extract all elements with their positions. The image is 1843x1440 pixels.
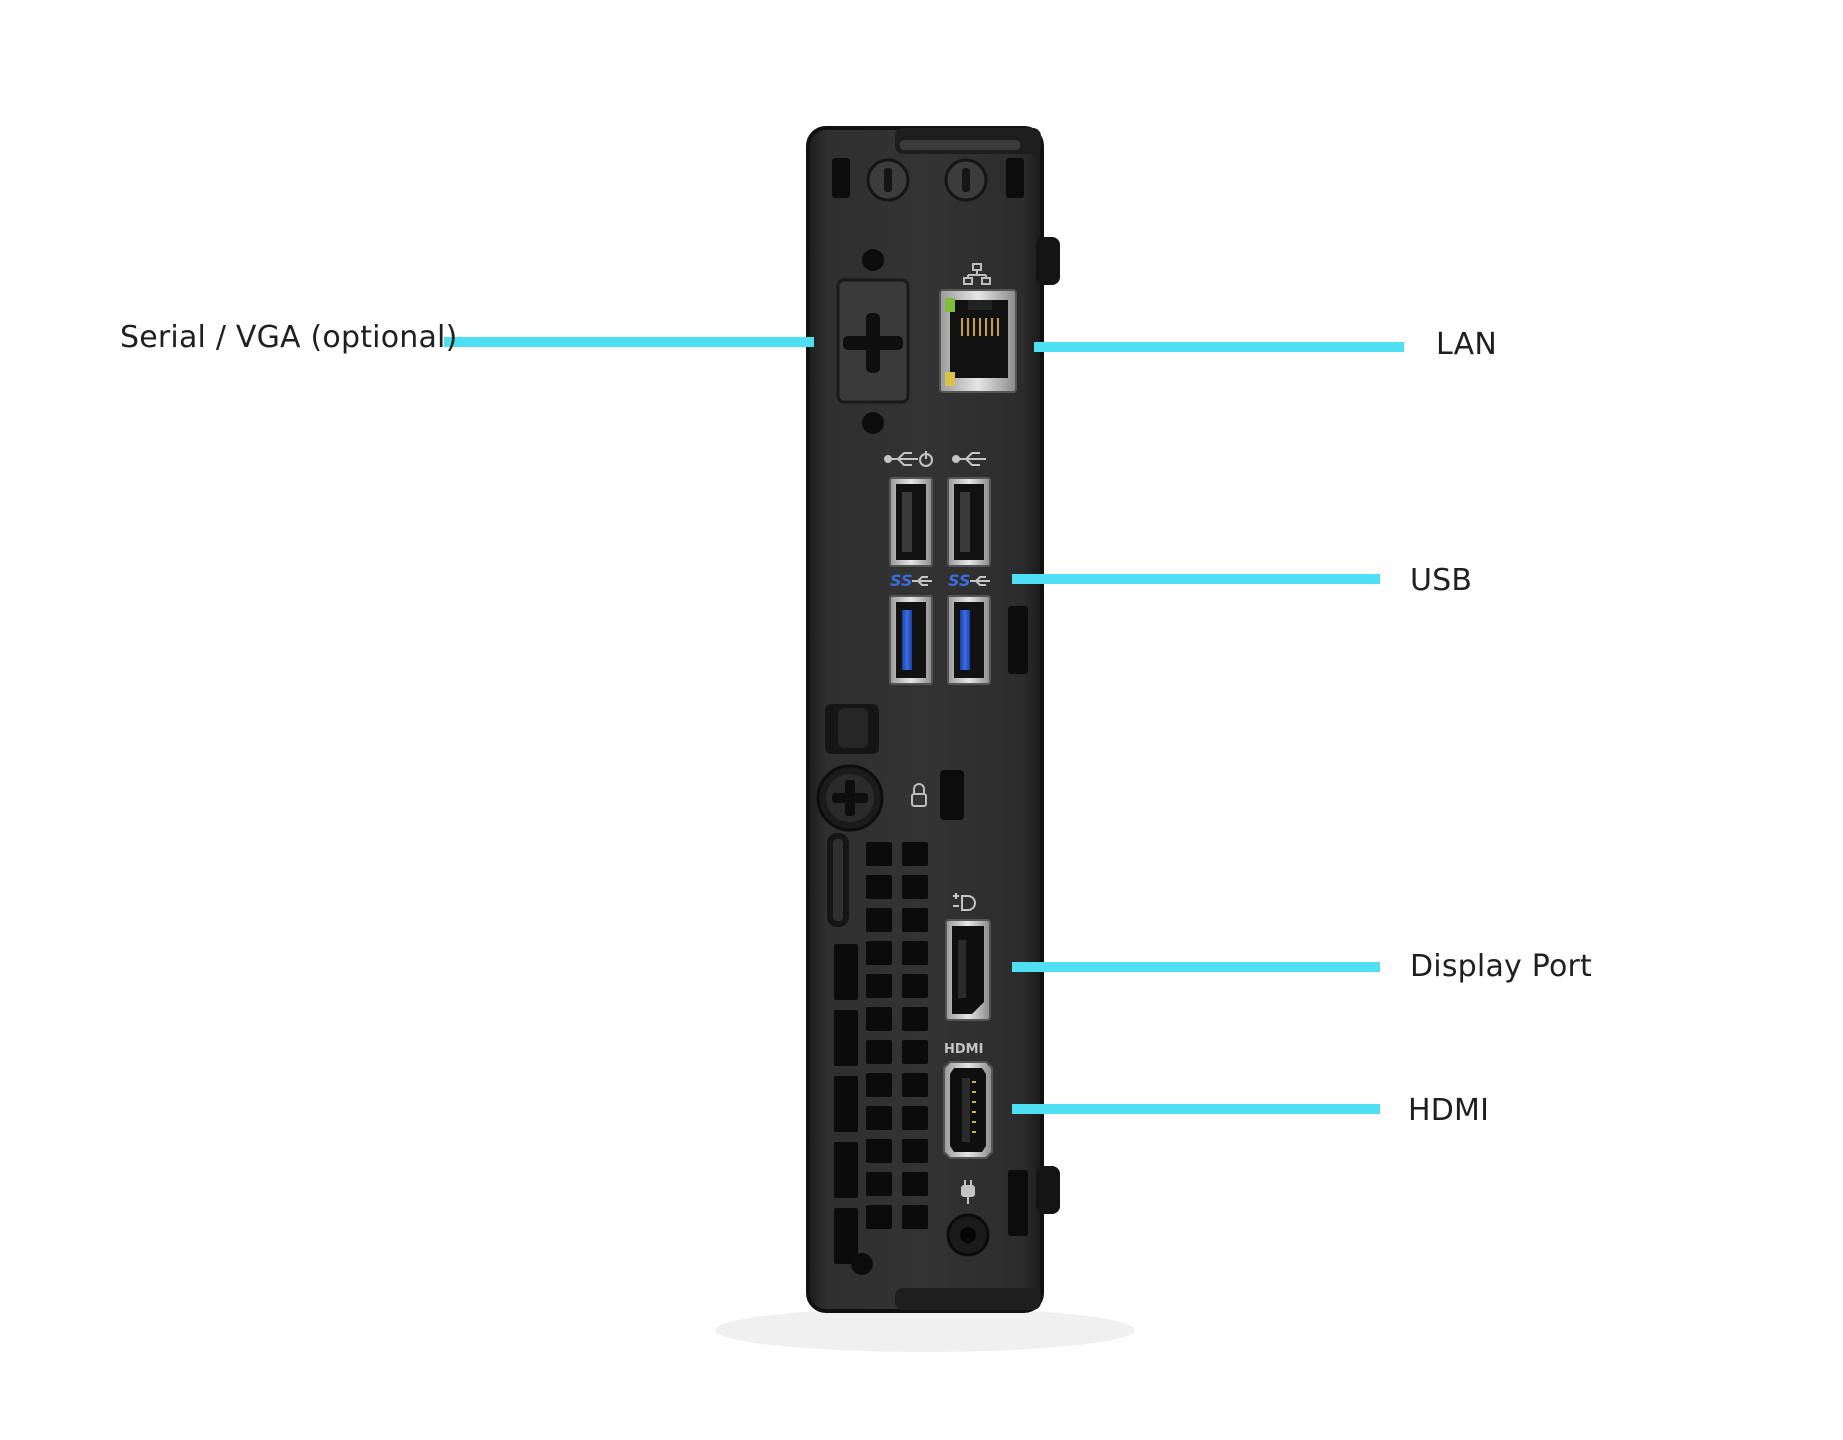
- callout-line-display-port: [1012, 962, 1380, 972]
- grill-hole: [902, 1106, 928, 1130]
- grill-hole: [866, 941, 892, 965]
- network-icon: [963, 263, 991, 285]
- grill-hole: [866, 908, 892, 932]
- callout-line-usb: [1012, 574, 1380, 584]
- grill-hole: [902, 1139, 928, 1163]
- hdmi-logo: HDMI: [944, 1042, 983, 1057]
- lock-icon: [911, 783, 927, 807]
- grill-hole: [902, 1073, 928, 1097]
- dc-power-jack: [946, 1213, 990, 1257]
- grill-slot: [834, 1076, 858, 1132]
- svg-text:SS: SS: [890, 571, 912, 590]
- callout-line-hdmi: [1012, 1104, 1380, 1114]
- grill-slot: [834, 1208, 858, 1264]
- lan-led-top: [945, 298, 955, 312]
- vent-slot-top-right: [1006, 158, 1024, 198]
- grill-hole: [902, 842, 928, 866]
- serial-mount-hole-bottom: [862, 412, 884, 434]
- grill-hole: [902, 908, 928, 932]
- thumbscrew: [816, 764, 884, 832]
- foot-bottom: [1036, 1166, 1060, 1214]
- lan-port: [939, 263, 1017, 393]
- top-screw-left: [866, 158, 910, 202]
- grill-hole: [902, 1007, 928, 1031]
- top-screw-right: [944, 158, 988, 202]
- hdmi-port: [943, 1061, 993, 1159]
- grill-hole: [902, 875, 928, 899]
- usb2-port-left: [889, 477, 933, 567]
- lan-led-bottom: [945, 372, 955, 386]
- callout-lines: [444, 337, 1404, 1114]
- grill-hole: [866, 842, 892, 866]
- superspeed-icon-right: SS: [948, 571, 990, 590]
- serial-cover-screw: [843, 313, 903, 373]
- bottom-cap: [895, 1288, 1041, 1310]
- serial-mount-hole-top: [862, 249, 884, 271]
- label-lan: LAN: [1436, 327, 1497, 362]
- grill-hole: [866, 1073, 892, 1097]
- grill-hole: [866, 1040, 892, 1064]
- grill-slot: [834, 1142, 858, 1198]
- grill-hole: [866, 1106, 892, 1130]
- grill-hole: [866, 974, 892, 998]
- displayport-icon: [953, 893, 976, 911]
- label-display-port: Display Port: [1410, 949, 1592, 984]
- vent-slot-top-left: [832, 158, 850, 198]
- side-vent-slot-bottom: [1008, 1170, 1028, 1236]
- grill-hole: [902, 1172, 928, 1196]
- usb3-port-right: [947, 595, 991, 685]
- top-cap-groove: [900, 140, 1020, 150]
- usb-icon: [952, 452, 986, 466]
- callout-line-lan: [1034, 342, 1404, 352]
- label-serial-vga: Serial / VGA (optional): [120, 320, 458, 355]
- grill-hole: [902, 974, 928, 998]
- grill-hole: [902, 1040, 928, 1064]
- ventilation-grill: [834, 842, 928, 1264]
- displayport-port: [945, 919, 991, 1021]
- padlock-loop: [825, 704, 879, 754]
- grill-hole: [866, 1205, 892, 1229]
- grill-hole: [866, 1139, 892, 1163]
- usb3-port-left: [889, 595, 933, 685]
- grill-slot: [834, 944, 858, 1000]
- superspeed-icon-left: SS: [890, 571, 932, 590]
- cable-clip: [827, 833, 849, 927]
- grill-hole: [902, 1205, 928, 1229]
- foot-top: [1036, 237, 1060, 285]
- grill-hole: [866, 1172, 892, 1196]
- power-plug-icon: [961, 1180, 975, 1204]
- usb2-port-right: [947, 477, 991, 567]
- label-usb: USB: [1410, 563, 1473, 598]
- grill-hole: [866, 875, 892, 899]
- security-lock-slot: [940, 770, 964, 820]
- grill-hole: [866, 1007, 892, 1031]
- side-vent-slot: [1008, 606, 1028, 674]
- label-hdmi: HDMI: [1408, 1093, 1490, 1128]
- bottom-mount-hole: [851, 1253, 873, 1275]
- usb-power-icon: [884, 451, 933, 467]
- device-shadow: [715, 1308, 1135, 1352]
- grill-hole: [902, 941, 928, 965]
- callout-line-serial-vga: [444, 337, 814, 347]
- svg-text:SS: SS: [948, 571, 970, 590]
- grill-slot: [834, 1010, 858, 1066]
